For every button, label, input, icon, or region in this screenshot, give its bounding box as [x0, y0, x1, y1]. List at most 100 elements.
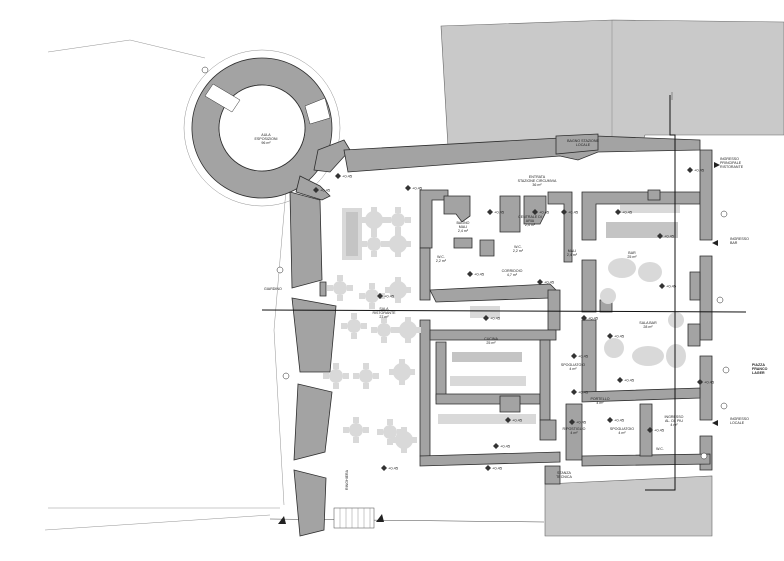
- chair: [369, 303, 375, 309]
- svg-text:W.C.2,2 m²: W.C.2,2 m²: [513, 245, 524, 253]
- site-boundary-line: [47, 39, 206, 59]
- level-markers: +0.45 +0.45 +0.45 +0.45 +0.45 +0.45 +0.45 +0.45…: [313, 167, 715, 471]
- level-marker-icon: [571, 389, 577, 395]
- chair: [391, 327, 397, 333]
- level-marker-icon: [467, 271, 473, 277]
- tower-outline: [183, 49, 341, 207]
- level-marker-label: +0.45: [544, 280, 555, 285]
- level-marker-icon: [607, 333, 613, 339]
- chair: [361, 241, 367, 247]
- chair: [333, 383, 339, 389]
- dining-table: [377, 323, 391, 337]
- chair: [337, 295, 343, 301]
- dining-table: [349, 423, 363, 437]
- level-marker-label: +0.45: [588, 316, 599, 321]
- level-marker-icon: [405, 185, 411, 191]
- level-marker-icon: [561, 209, 567, 215]
- level-marker-icon: [485, 465, 491, 471]
- chair: [389, 369, 395, 375]
- level-marker-icon: [569, 419, 575, 425]
- chair: [395, 297, 401, 303]
- dining-table: [367, 237, 381, 251]
- dining-table: [393, 363, 411, 381]
- stair-south-west: [333, 507, 375, 529]
- level-marker-icon: [697, 379, 703, 385]
- chair: [387, 419, 393, 425]
- chair: [371, 251, 377, 257]
- restaurant-furniture: [323, 207, 421, 453]
- chair: [399, 359, 405, 365]
- level-marker-label: +0.45: [654, 428, 665, 433]
- level-marker-icon: [335, 173, 341, 179]
- chair: [371, 207, 377, 213]
- chair: [343, 427, 349, 433]
- room-label-wc: W.C.2,2 m²: [436, 255, 447, 263]
- chair: [405, 287, 411, 293]
- room-label-wc-hc: W.C.: [656, 447, 664, 451]
- level-marker-label: +0.45: [388, 466, 399, 471]
- level-marker-label: +0.45: [614, 418, 625, 423]
- chair: [353, 373, 359, 379]
- chair: [337, 275, 343, 281]
- chair: [395, 227, 401, 233]
- level-marker-label: +0.45: [474, 272, 485, 277]
- chair: [395, 327, 401, 333]
- level-marker-label: +0.45: [704, 380, 715, 385]
- level-marker-icon: [687, 167, 693, 173]
- level-marker-label: +0.45: [320, 188, 331, 193]
- level-marker-label: +0.45: [666, 284, 677, 289]
- chair: [361, 217, 367, 223]
- chair: [333, 363, 339, 369]
- chair: [347, 285, 353, 291]
- dining-table: [391, 213, 405, 227]
- dining-table: [365, 289, 379, 303]
- chair: [381, 317, 387, 323]
- chair: [395, 231, 401, 237]
- chair: [381, 337, 387, 343]
- chair: [385, 217, 391, 223]
- level-marker-label: +0.45: [494, 210, 505, 215]
- level-marker-icon: [487, 209, 493, 215]
- level-marker-label: +0.45: [492, 466, 503, 471]
- chair: [353, 437, 359, 443]
- chair: [401, 427, 407, 433]
- level-marker-icon: [505, 417, 511, 423]
- chair: [391, 437, 397, 443]
- chair: [371, 227, 377, 233]
- dining-table: [383, 425, 397, 439]
- chair: [411, 437, 417, 443]
- chair: [363, 427, 369, 433]
- level-marker-label: +0.45: [578, 390, 589, 395]
- chair: [373, 373, 379, 379]
- dining-table: [365, 211, 383, 229]
- dining-table: [399, 321, 417, 339]
- level-marker-icon: [537, 279, 543, 285]
- level-marker-label: +0.45: [568, 210, 579, 215]
- chair: [395, 251, 401, 257]
- connector-wall: [313, 139, 351, 173]
- dining-table: [347, 319, 361, 333]
- chair: [405, 217, 411, 223]
- dining-table: [359, 369, 373, 383]
- west-wall: [289, 191, 323, 289]
- level-marker-label: +0.45: [694, 168, 705, 173]
- chair: [395, 207, 401, 213]
- section-cut-lines: [261, 92, 747, 491]
- level-marker-icon: [493, 443, 499, 449]
- chair: [409, 369, 415, 375]
- level-marker-label: +0.45: [578, 354, 589, 359]
